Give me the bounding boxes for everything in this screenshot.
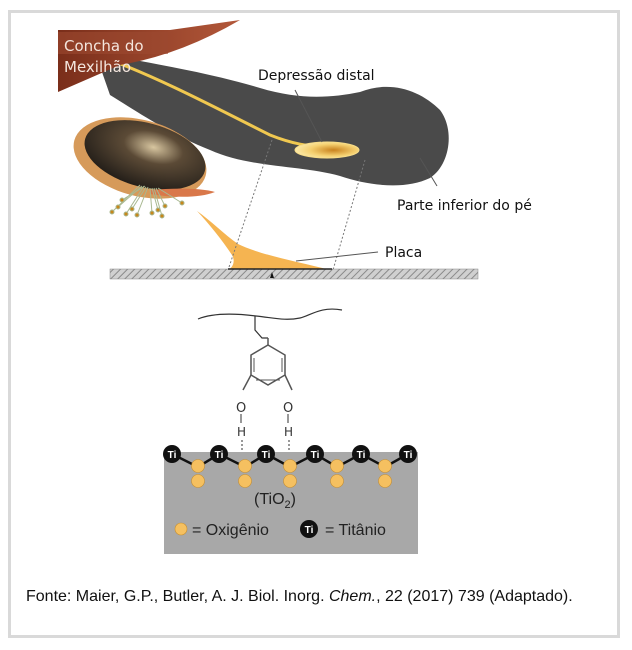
- titanium-symbol: Ti: [311, 450, 320, 461]
- label-plaque: Placa: [385, 245, 422, 261]
- titanium-atom: [306, 445, 324, 463]
- oxygen-right: O: [283, 401, 293, 416]
- oxygen-atoms: [191, 459, 392, 488]
- oxygen-left: O: [236, 401, 246, 416]
- titanium-atom: [257, 445, 275, 463]
- legend-titanium-label: = Titânio: [325, 522, 386, 539]
- legend-oxygen-label: = Oxigênio: [192, 522, 269, 539]
- titanium-atom: [399, 445, 417, 463]
- oxygen-atom: [378, 459, 392, 473]
- legend-titanium-symbol: Ti: [305, 525, 314, 536]
- substrate-hatched: [109, 268, 479, 280]
- source-caption: Fonte: Maier, G.P., Butler, A. J. Biol. …: [26, 587, 606, 607]
- titanium-atom: [210, 445, 228, 463]
- titanium-symbol: Ti: [168, 450, 177, 461]
- oxygen-atom: [283, 459, 297, 473]
- titanium-symbol: Ti: [357, 450, 366, 461]
- caption-suffix: , 22 (2017) 739 (Adaptado).: [376, 588, 573, 605]
- caption-prefix: Fonte: Maier, G.P., Butler, A. J. Biol. …: [26, 588, 329, 605]
- legend-titanium-icon: [300, 520, 318, 538]
- byssal-threads: [109, 184, 185, 219]
- titanium-symbol: Ti: [215, 450, 224, 461]
- oxygen-atom: [191, 474, 205, 488]
- titanium-symbol: Ti: [262, 450, 271, 461]
- titanium-atom: [352, 445, 370, 463]
- oxygen-atom: [330, 474, 344, 488]
- oxygen-atom: [191, 459, 205, 473]
- hydrogen-right: H: [284, 425, 293, 439]
- legend-oxygen-icon: [174, 522, 188, 536]
- mussel-shell: [84, 120, 206, 190]
- thread-to-plaque: [197, 211, 330, 270]
- projection-lines: [227, 139, 366, 271]
- titanium-symbol: Ti: [404, 450, 413, 461]
- caption-journal: Chem.: [328, 588, 377, 605]
- shell-label-line1: Concha do: [64, 37, 144, 55]
- oxygen-atom: [283, 474, 297, 488]
- label-lower-foot: Parte inferior do pé: [397, 198, 532, 214]
- titanium-atoms: Ti Ti Ti Ti Ti Ti: [163, 445, 417, 463]
- mussel-foot: [95, 52, 449, 186]
- titanium-atom: [163, 445, 181, 463]
- distal-depression: [294, 141, 360, 159]
- catechol-ring: [242, 338, 293, 391]
- polymer-chain: [197, 308, 343, 320]
- formula: (TiO2): [254, 491, 296, 511]
- oxygen-atom: [238, 474, 252, 488]
- oxygen-atom: [238, 459, 252, 473]
- hydrogen-left: H: [237, 425, 246, 439]
- oxygen-atom: [330, 459, 344, 473]
- oxygen-atom: [378, 474, 392, 488]
- leader-lines: [294, 89, 438, 262]
- shell-label-line2: Mexilhão: [64, 58, 131, 76]
- label-distal-depression: Depressão distal: [258, 68, 375, 84]
